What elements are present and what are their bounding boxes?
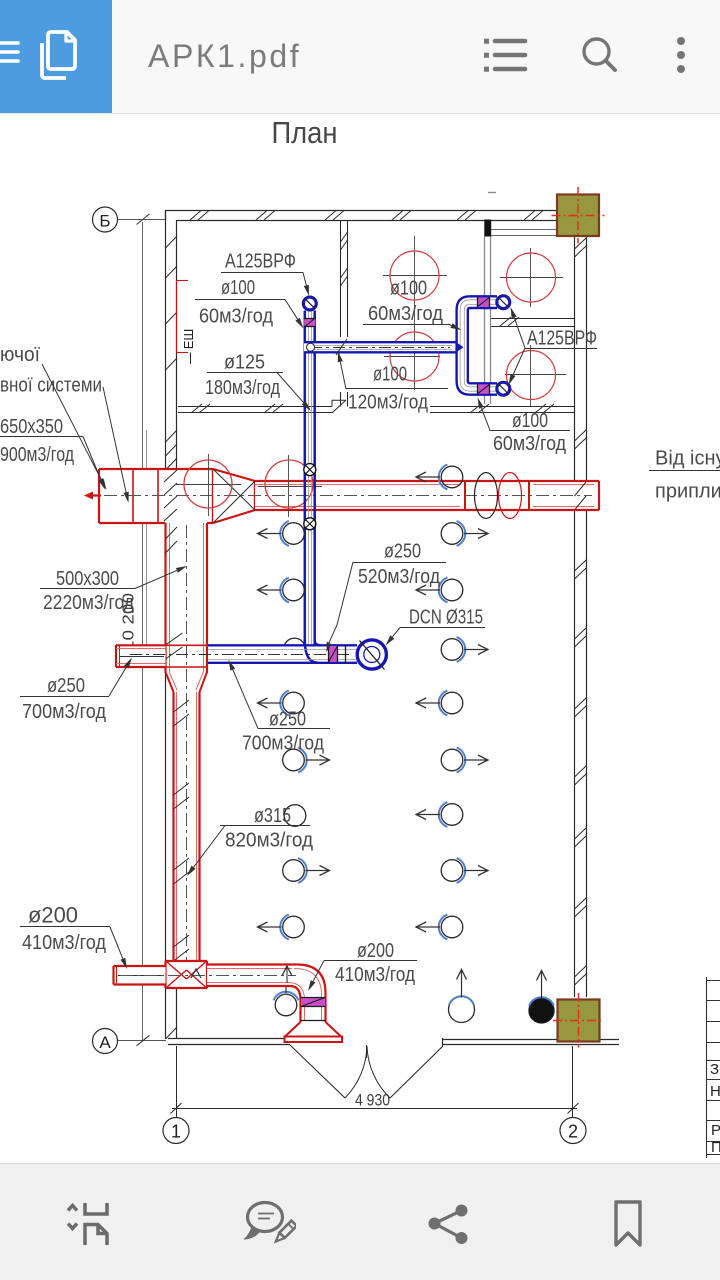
svg-text:ø125: ø125 <box>224 352 265 374</box>
svg-text:2220м3/год: 2220м3/год <box>43 592 134 614</box>
svg-text:вної системи: вної системи <box>0 375 102 397</box>
svg-text:DCN Ø315: DCN Ø315 <box>409 607 483 629</box>
svg-text:Н: Н <box>710 1083 720 1100</box>
svg-text:План: План <box>272 115 338 150</box>
svg-text:520м3/год: 520м3/год <box>358 566 440 588</box>
svg-text:А: А <box>99 1033 111 1052</box>
svg-text:А125ВРФ: А125ВРФ <box>225 251 296 273</box>
svg-text:4 930: 4 930 <box>355 1091 390 1110</box>
svg-text:Б: Б <box>99 212 110 231</box>
svg-text:ø100: ø100 <box>512 410 548 432</box>
svg-text:ø250: ø250 <box>47 675 85 697</box>
svg-text:410м3/год: 410м3/год <box>22 932 106 954</box>
svg-text:60м3/год: 60м3/год <box>493 433 566 455</box>
svg-text:650х350: 650х350 <box>0 416 63 438</box>
svg-text:500х300: 500х300 <box>56 568 119 590</box>
svg-text:ø100: ø100 <box>373 364 407 386</box>
svg-text:З: З <box>710 1061 719 1078</box>
svg-text:2: 2 <box>568 1122 578 1142</box>
svg-text:10 200: 10 200 <box>121 593 138 651</box>
svg-text:900м3/год: 900м3/год <box>0 444 74 466</box>
svg-text:120м3/год: 120м3/год <box>348 392 428 414</box>
svg-text:ø315: ø315 <box>254 805 291 827</box>
svg-text:Від існуюч: Від існуюч <box>655 448 720 470</box>
svg-text:ø200: ø200 <box>28 903 78 928</box>
svg-text:60м3/год: 60м3/год <box>199 306 273 328</box>
svg-text:ЕШ: ЕШ <box>181 329 196 350</box>
svg-text:П: П <box>711 1139 720 1156</box>
svg-text:Р: Р <box>711 1122 720 1139</box>
svg-text:180м3/год: 180м3/год <box>205 377 280 399</box>
svg-text:ø100: ø100 <box>390 278 427 300</box>
svg-text:ø250: ø250 <box>269 709 306 731</box>
svg-text:700м3/год: 700м3/год <box>242 733 324 755</box>
svg-text:припливн: припливн <box>655 481 720 503</box>
svg-text:60м3/год: 60м3/год <box>368 303 443 325</box>
svg-text:1: 1 <box>171 1122 181 1142</box>
svg-text:ючої: ючої <box>0 344 40 366</box>
svg-text:А125ВРФ: А125ВРФ <box>527 328 597 350</box>
svg-text:820м3/год: 820м3/год <box>225 830 313 852</box>
svg-text:ø200: ø200 <box>357 940 394 962</box>
svg-text:410м3/год: 410м3/год <box>335 964 415 986</box>
svg-text:ø100: ø100 <box>221 277 255 299</box>
svg-text:ø250: ø250 <box>384 541 421 563</box>
svg-text:700м3/год: 700м3/год <box>22 701 106 723</box>
